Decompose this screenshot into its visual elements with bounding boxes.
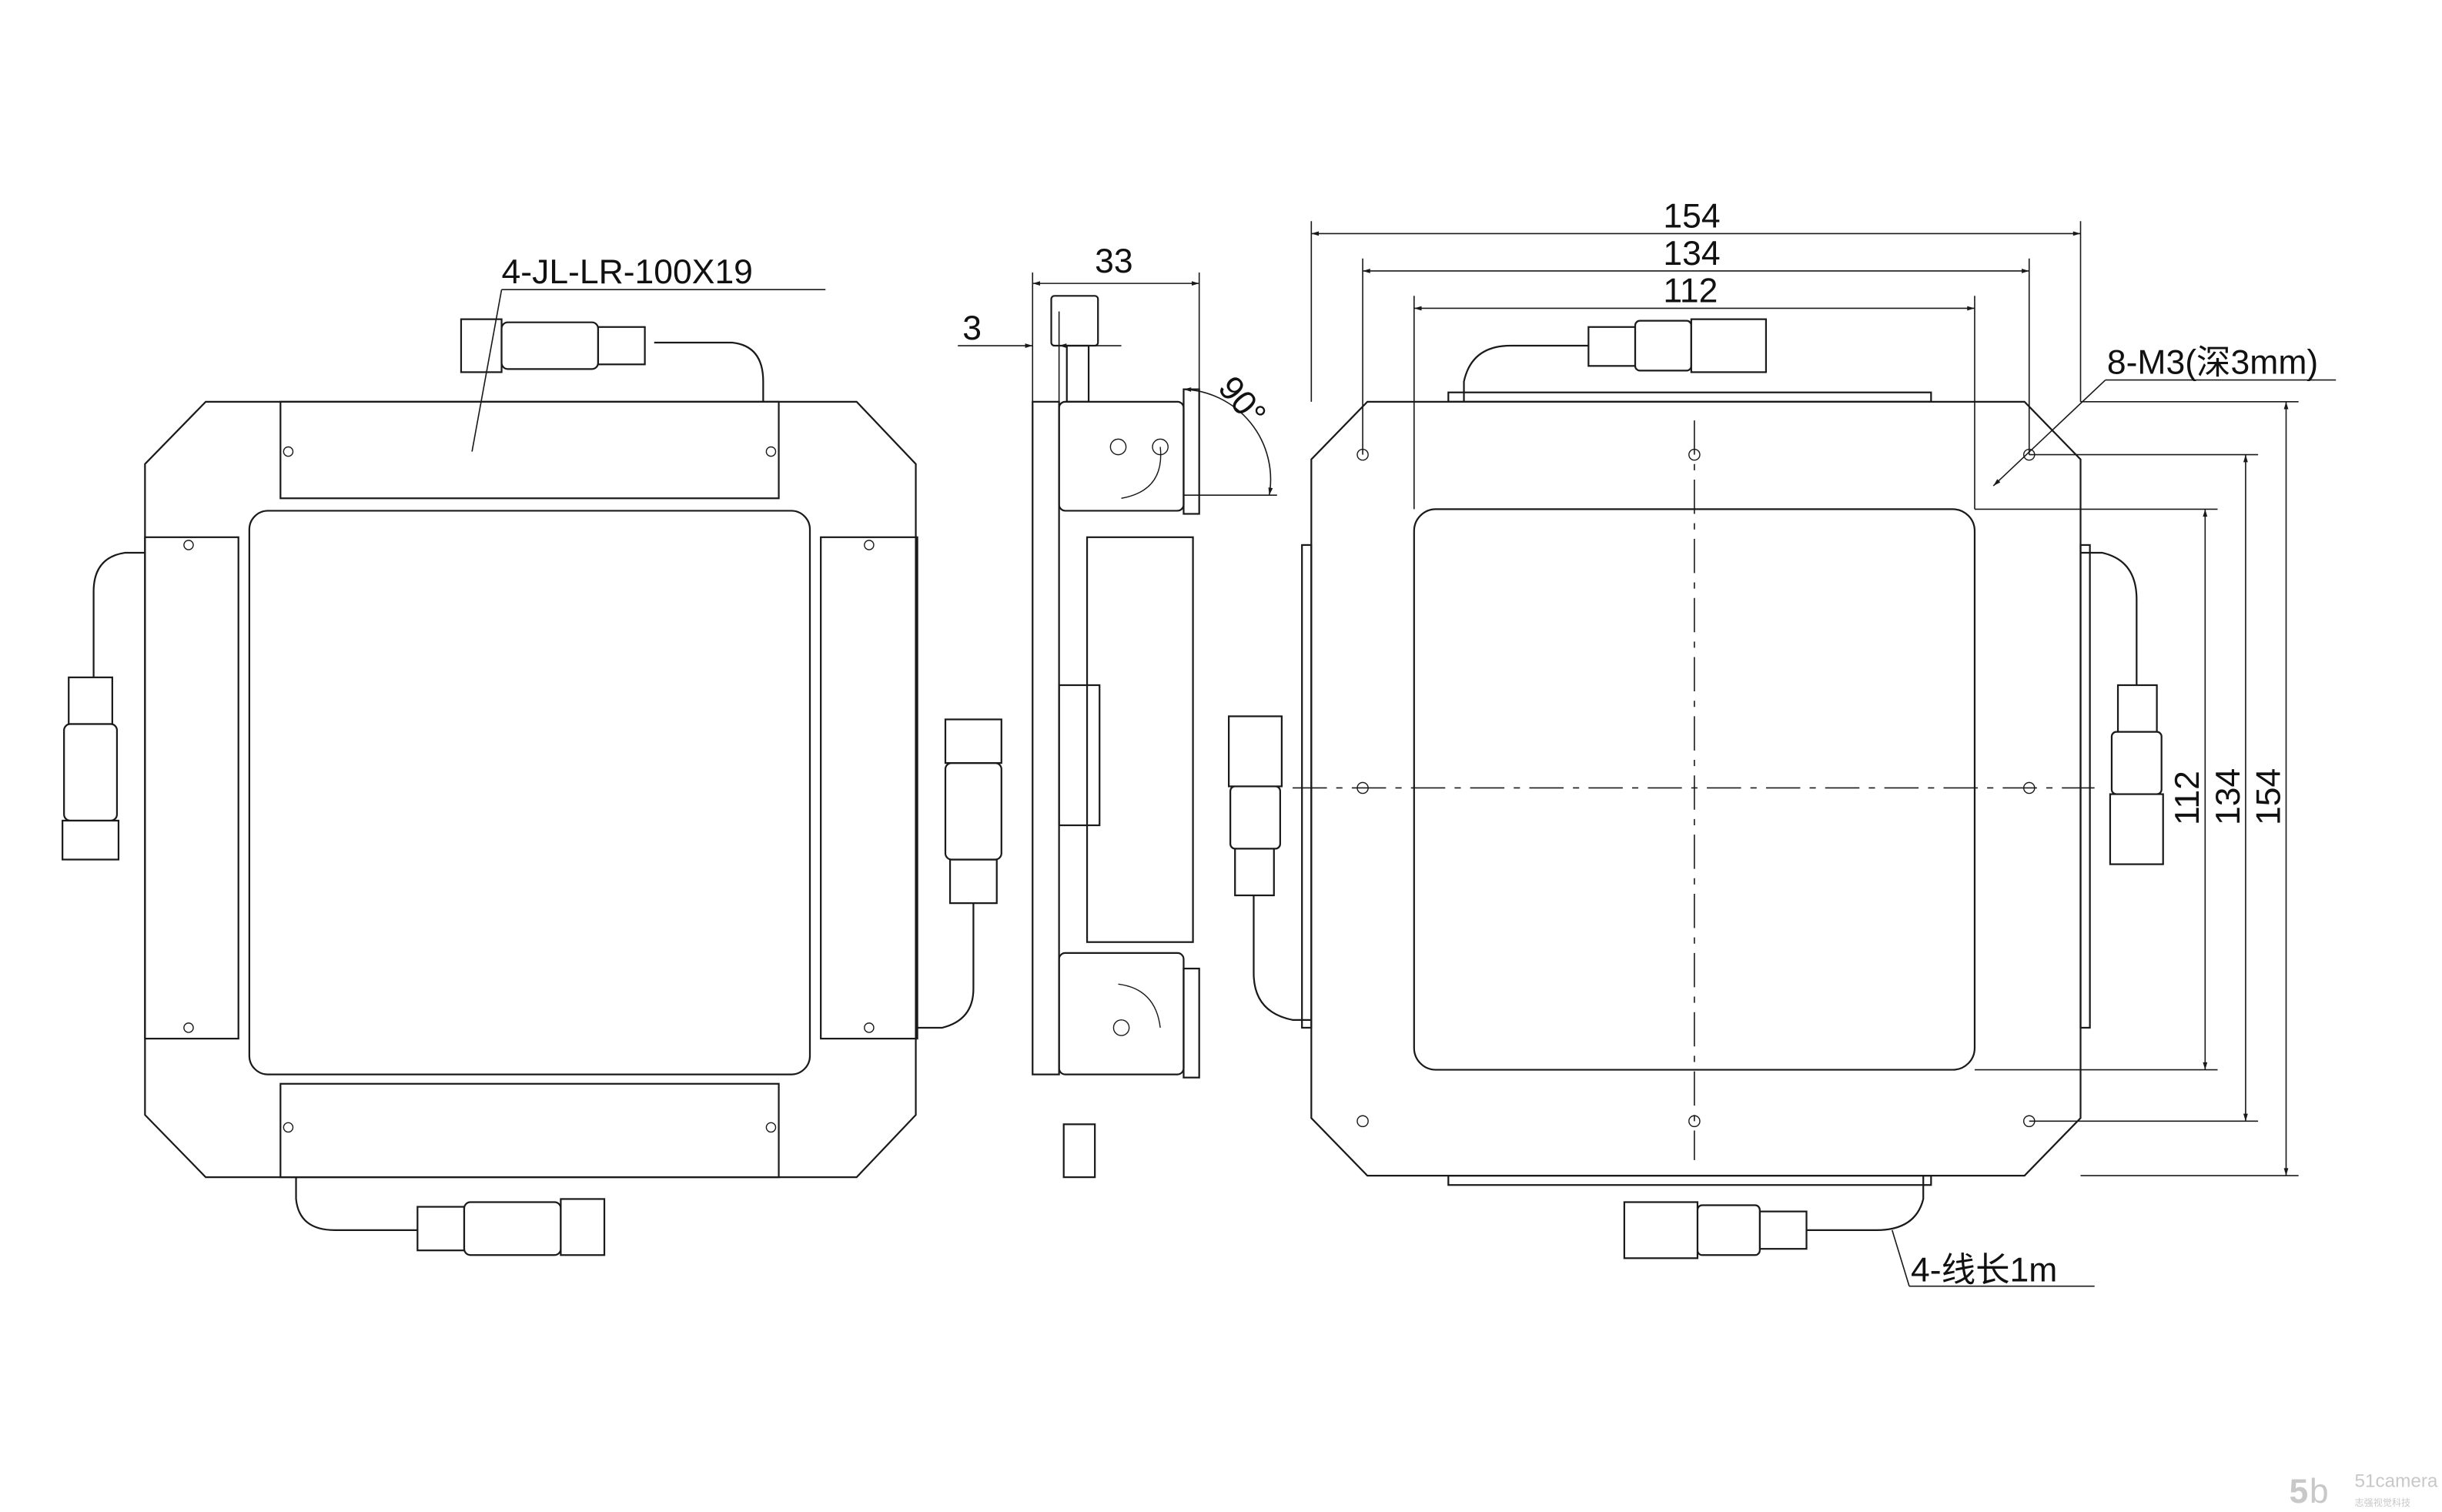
width-mid-dimension: 134: [1663, 235, 1720, 273]
rear-view: 154 134 112 112 134 154 8-M3(深3mm) 4-线长1…: [1228, 197, 2337, 1290]
front-view: 4-JL-LR-100X19: [62, 253, 1002, 1256]
depth-dimension: 33: [1095, 243, 1132, 280]
cable-top: [460, 318, 764, 402]
svg-text:b: b: [2310, 1473, 2329, 1510]
width-outer-dimension: 154: [1663, 197, 1720, 235]
width-inner-dimension: 112: [1663, 272, 1718, 309]
height-inner-dimension: 112: [2169, 771, 2206, 825]
cable-left: [62, 551, 146, 861]
side-view: 33 3 90°: [958, 243, 1277, 1179]
cable-model-label: 4-JL-LR-100X19: [502, 253, 753, 291]
height-mid-dimension: 134: [2210, 768, 2247, 825]
watermark-logo: 5 b 51camera 志强视觉科技: [2290, 1471, 2438, 1510]
watermark-subtitle: 志强视觉科技: [2354, 1497, 2410, 1508]
cable-right: [917, 718, 1002, 1029]
cable-length-label: 4-线长1m: [1911, 1252, 2057, 1290]
offset-dimension: 3: [962, 309, 982, 347]
angle-dimension: 90°: [1211, 370, 1273, 433]
height-outer-dimension: 154: [2250, 768, 2287, 825]
svg-text:5: 5: [2290, 1473, 2309, 1510]
cable-bottom: [295, 1177, 606, 1256]
watermark-brand: 51camera: [2354, 1471, 2437, 1492]
holes-label: 8-M3(深3mm): [2107, 343, 2318, 381]
